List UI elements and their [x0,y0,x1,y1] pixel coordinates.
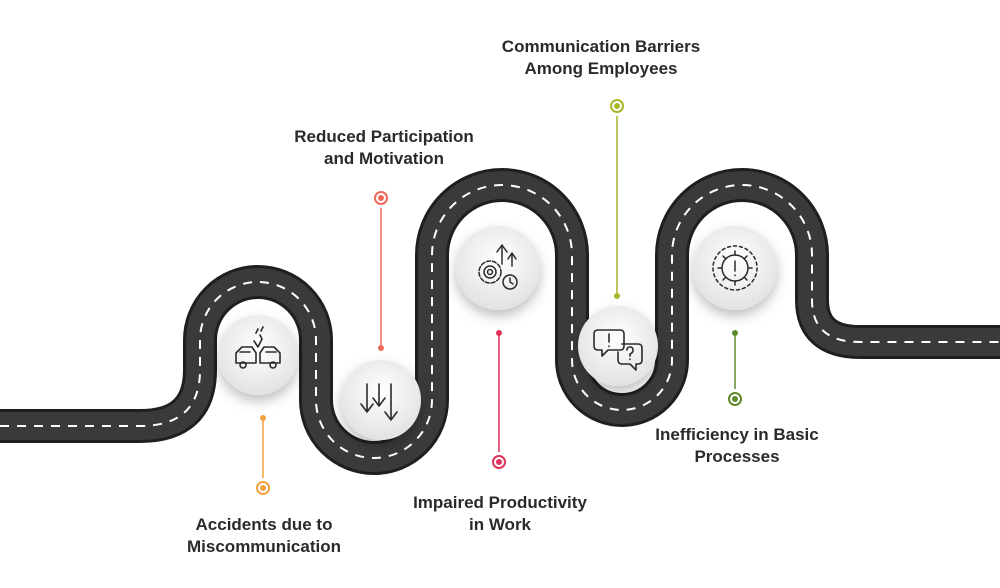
step-label-line: Reduced Participation [294,127,474,146]
step-node-communication [578,306,658,386]
step-label-line: in Work [468,515,532,534]
step-label-line: Impaired Productivity [413,493,587,512]
connector-end-dot-productivity [496,330,502,336]
marker-dot-participation [378,195,384,201]
down-arrows-icon [360,383,398,421]
step-label-participation: Reduced Participation and Motivation [264,126,504,170]
gear-growth-icon [478,244,518,290]
step-node-participation [341,360,421,440]
road-surface [0,171,1000,472]
step-circle-communication [578,306,658,386]
road [0,168,1000,475]
step-label-line: Miscommunication [187,537,341,556]
step-circle-productivity [456,226,540,310]
step-label-accidents: Accidents due to Miscommunication [144,514,384,558]
marker-dot-productivity [496,459,502,465]
step-circle-accidents [218,315,298,395]
step-label-line: Inefficiency in Basic [655,425,819,444]
connector-end-dot-participation [378,345,384,351]
connector-end-dot-inefficiency [732,330,738,336]
step-node-accidents [218,315,298,395]
connector-end-dot-accidents [260,415,266,421]
step-label-line: Communication Barriers [501,37,701,56]
marker-dot-inefficiency [732,396,738,402]
car-crash-icon [235,326,281,369]
marker-dot-communication [614,103,620,109]
step-node-inefficiency [693,226,777,310]
step-circle-participation [341,360,421,440]
road-dashes [0,184,1000,459]
step-label-line: Accidents due to [195,515,333,534]
marker-dot-accidents [260,485,266,491]
speech-bubbles-icon [593,329,643,371]
connector-end-dot-communication [614,293,620,299]
step-label-line: and Motivation [324,149,444,168]
step-node-productivity [456,226,540,310]
step-label-line: Processes [694,447,780,466]
step-label-productivity: Impaired Productivity in Work [380,492,620,536]
gear-warning-icon [712,245,758,291]
step-label-line: Among Employees [524,59,678,78]
